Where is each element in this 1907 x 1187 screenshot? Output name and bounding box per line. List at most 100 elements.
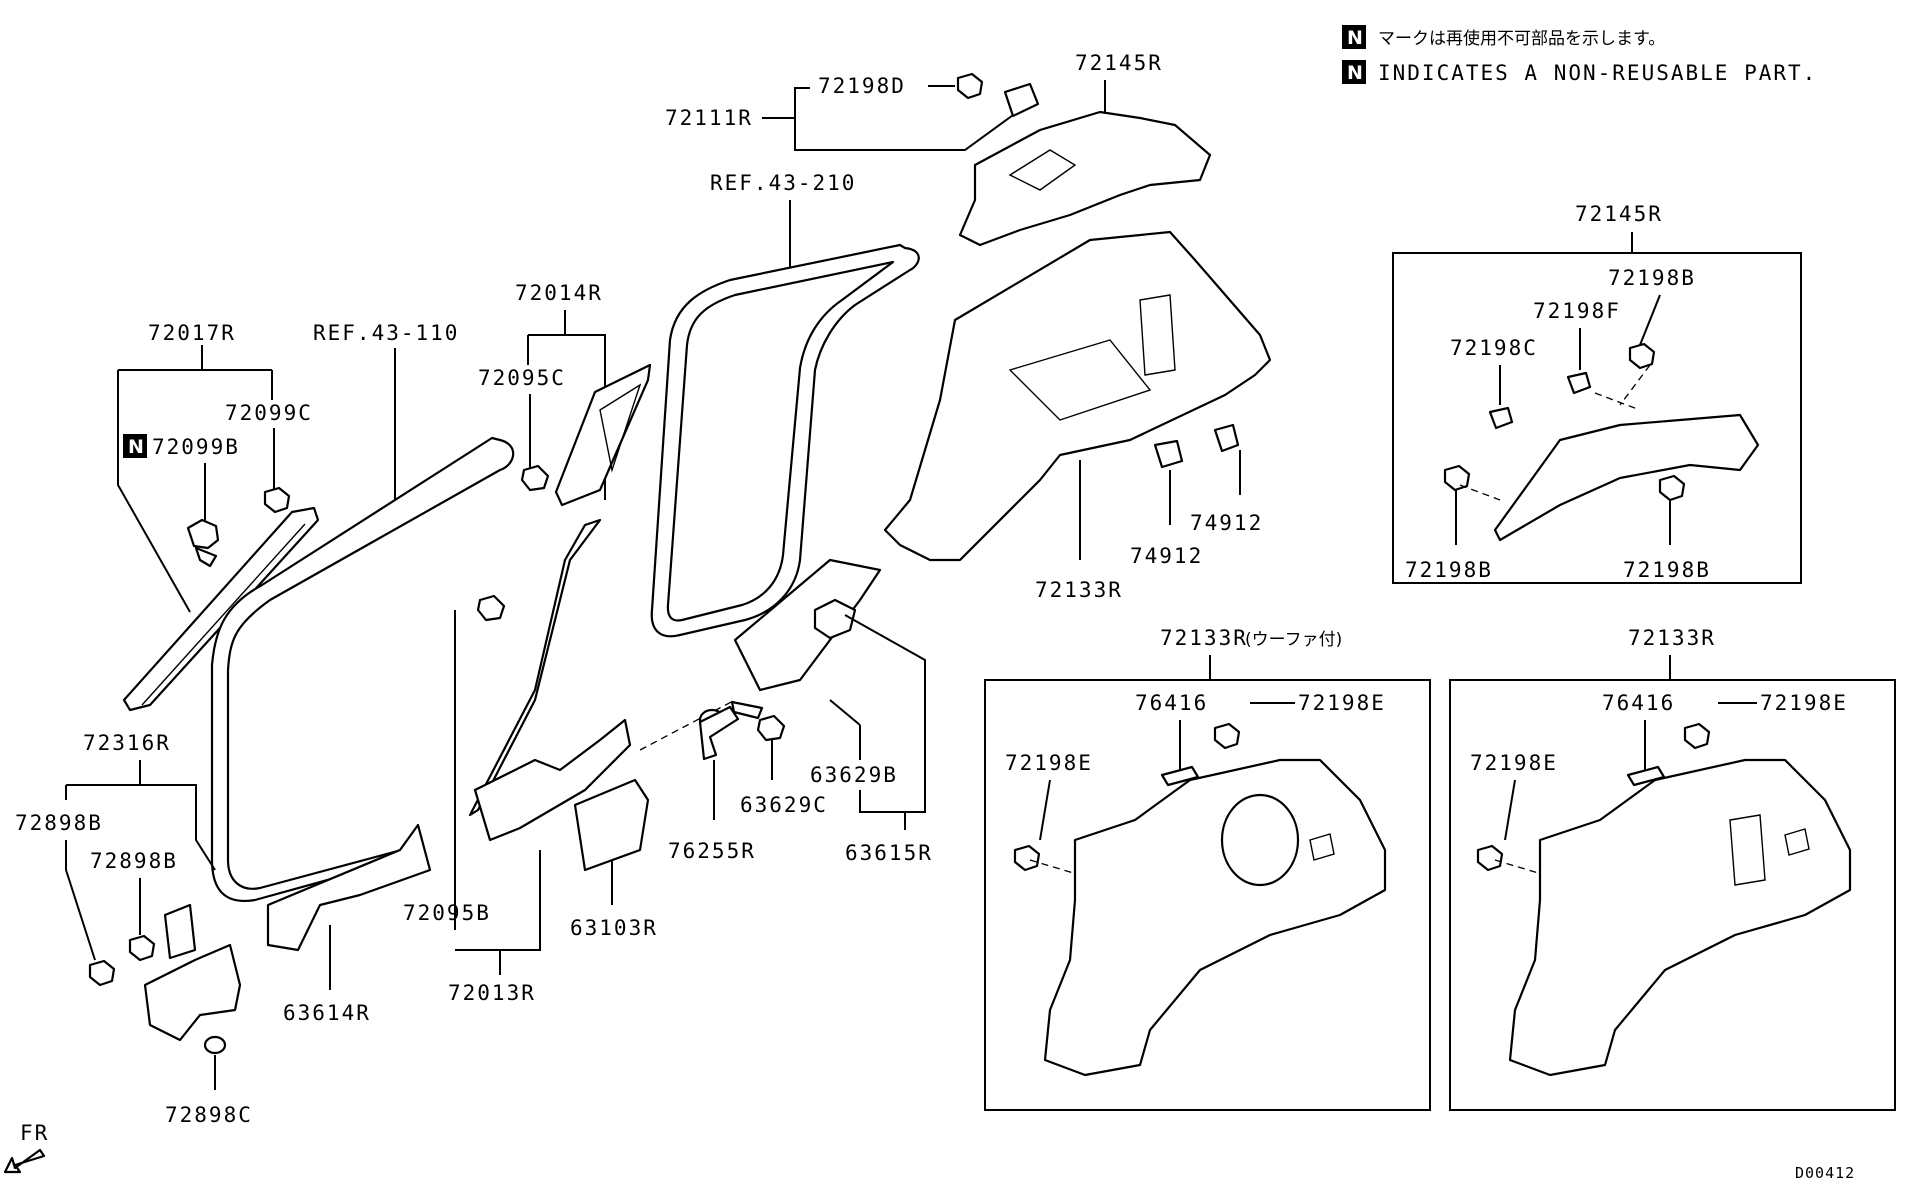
cover-63103R <box>573 778 650 872</box>
belt-anchor-icon <box>813 598 857 640</box>
clip-72898B-icon <box>128 934 156 962</box>
clip-box-72198C: 72198C <box>1450 336 1538 360</box>
clip-72099C-icon <box>263 486 291 514</box>
center-pillar-base <box>473 718 632 842</box>
quarter-trim-woofer <box>1043 758 1387 1077</box>
legend-badge-letter: N <box>1347 62 1363 84</box>
clip-detail-box: 72145R 72198B 72198F 72198C 72198B 72198… <box>1392 202 1802 584</box>
callout-72099B: 72099B <box>152 435 240 459</box>
callout-ref-43-110: REF.43-110 <box>313 321 459 345</box>
woofer-box-72198E-a: 72198E <box>1298 691 1386 715</box>
quarter-trim-standard <box>1508 758 1852 1077</box>
clip-72198B-icon <box>1443 464 1471 492</box>
standard-variant-frame <box>1449 679 1896 1111</box>
center-pillar-group: 72014R 72095C 72095B 72013R <box>403 281 652 1005</box>
part-74912-icon <box>1213 423 1240 453</box>
clip-72198D-icon <box>956 72 984 100</box>
callout-72014R: 72014R <box>515 281 603 305</box>
clip-box-72198B-top: 72198B <box>1608 266 1696 290</box>
callout-72133R-main: 72133R <box>1035 578 1123 602</box>
standard-box-72198E-b: 72198E <box>1470 751 1558 775</box>
upper-quarter-trim-group: 72145R 72111R 72198D <box>665 51 1212 247</box>
front-label: FR <box>20 1121 49 1145</box>
callout-72145R-top: 72145R <box>1075 51 1163 75</box>
woofer-box-72198E-b: 72198E <box>1005 751 1093 775</box>
clip-72198C-icon <box>1488 406 1514 430</box>
woofer-variant-box: 72133R (ウーファ付) 76416 72198E 72198E <box>984 626 1431 1111</box>
clip-72198B-icon <box>1658 474 1686 502</box>
clip-stem-icon <box>194 546 218 568</box>
clip-box-title: 72145R <box>1575 202 1663 226</box>
callout-74912-a: 74912 <box>1190 511 1263 535</box>
callout-63614R: 63614R <box>283 1001 371 1025</box>
63615R-group: 76255R 63629C 63629B 63615R <box>639 558 931 865</box>
rear-side-trim-lower <box>733 558 882 692</box>
front-scuff-plate <box>266 823 432 952</box>
legend-en-text: INDICATES A NON-REUSABLE PART. <box>1378 61 1817 85</box>
clip-detail-frame <box>1392 252 1802 584</box>
front-arrow-icon <box>3 1148 46 1174</box>
standard-box-76416: 76416 <box>1602 691 1675 715</box>
non-reusable-badge-icon <box>1342 60 1366 84</box>
callout-72111R: 72111R <box>665 106 753 130</box>
callout-72095B: 72095B <box>403 901 491 925</box>
standard-box-title: 72133R <box>1628 626 1716 650</box>
callout-63629B: 63629B <box>810 763 898 787</box>
clip-63629B-icon <box>756 714 786 742</box>
legend-jp-text: マークは再使用不可部品を示します。 <box>1378 28 1665 49</box>
legend-badge-letter: N <box>1347 27 1363 49</box>
upper-quarter-trim-detail <box>1493 413 1760 542</box>
trim-72316R <box>143 943 242 1042</box>
anchor-72111R-icon <box>1003 82 1040 118</box>
woofer-box-title: 72133R <box>1160 626 1248 650</box>
part-76416-icon <box>1160 765 1200 787</box>
woofer-box-76416: 76416 <box>1135 691 1208 715</box>
hook-76255R-icon <box>698 705 740 761</box>
lower-center-pillar-trim <box>468 518 602 817</box>
non-reusable-badge-icon <box>123 434 147 458</box>
bracket-72316R <box>163 903 197 960</box>
clip-72198F-icon <box>1566 371 1592 395</box>
callout-74912-b: 74912 <box>1130 544 1203 568</box>
rear-door-weatherstrip-group: REF.43-210 <box>650 171 920 638</box>
woofer-opening-icon <box>1220 793 1300 887</box>
clip-72198E-icon <box>1213 722 1241 750</box>
main-quarter-trim-group: 74912 74912 72133R <box>883 230 1272 602</box>
main-quarter-trim <box>883 230 1272 562</box>
front-door-weatherstrip-group: REF.43-110 <box>210 321 515 903</box>
clip-box-72198B-right: 72198B <box>1623 558 1711 582</box>
upper-center-pillar-trim <box>554 363 652 507</box>
callout-72198D: 72198D <box>818 74 906 98</box>
front-scuff-plate-group: 63614R <box>266 823 432 1025</box>
callout-63629C: 63629C <box>740 793 828 817</box>
callout-72316R: 72316R <box>83 731 171 755</box>
pin-63629C-icon <box>730 700 764 720</box>
woofer-variant-frame <box>984 679 1431 1111</box>
callout-ref-43-210: REF.43-210 <box>710 171 856 195</box>
callout-72095C: 72095C <box>478 366 566 390</box>
callout-72898C: 72898C <box>165 1103 253 1127</box>
clip-box-72198F: 72198F <box>1533 299 1621 323</box>
standard-box-72198E-a: 72198E <box>1760 691 1848 715</box>
63103R-group: 63103R <box>570 778 658 940</box>
part-74912-icon <box>1153 439 1184 469</box>
legend: N マークは再使用不可部品を示します。 N INDICATES A NON-RE… <box>1342 25 1817 85</box>
clip-72198E-icon <box>1476 844 1504 872</box>
upper-quarter-trim <box>958 110 1212 247</box>
badge-letter: N <box>128 436 144 458</box>
clip-72198B-icon <box>1628 342 1656 370</box>
non-reusable-badge-icon <box>1342 25 1366 49</box>
clip-72095B-icon <box>476 594 506 622</box>
clip-box-72198B-left: 72198B <box>1405 558 1493 582</box>
clip-72099B-icon <box>186 518 220 550</box>
callout-76255R: 76255R <box>668 839 756 863</box>
woofer-box-note: (ウーファ付) <box>1245 630 1342 650</box>
callout-72017R: 72017R <box>148 321 236 345</box>
front-door-weatherstrip <box>210 436 515 903</box>
callout-72898B-a: 72898B <box>15 811 103 835</box>
diagram-code: D00412 <box>1795 1164 1855 1182</box>
a-pillar-trim <box>122 506 320 712</box>
callout-63103R: 63103R <box>570 916 658 940</box>
clip-72898C-icon <box>203 1035 227 1055</box>
